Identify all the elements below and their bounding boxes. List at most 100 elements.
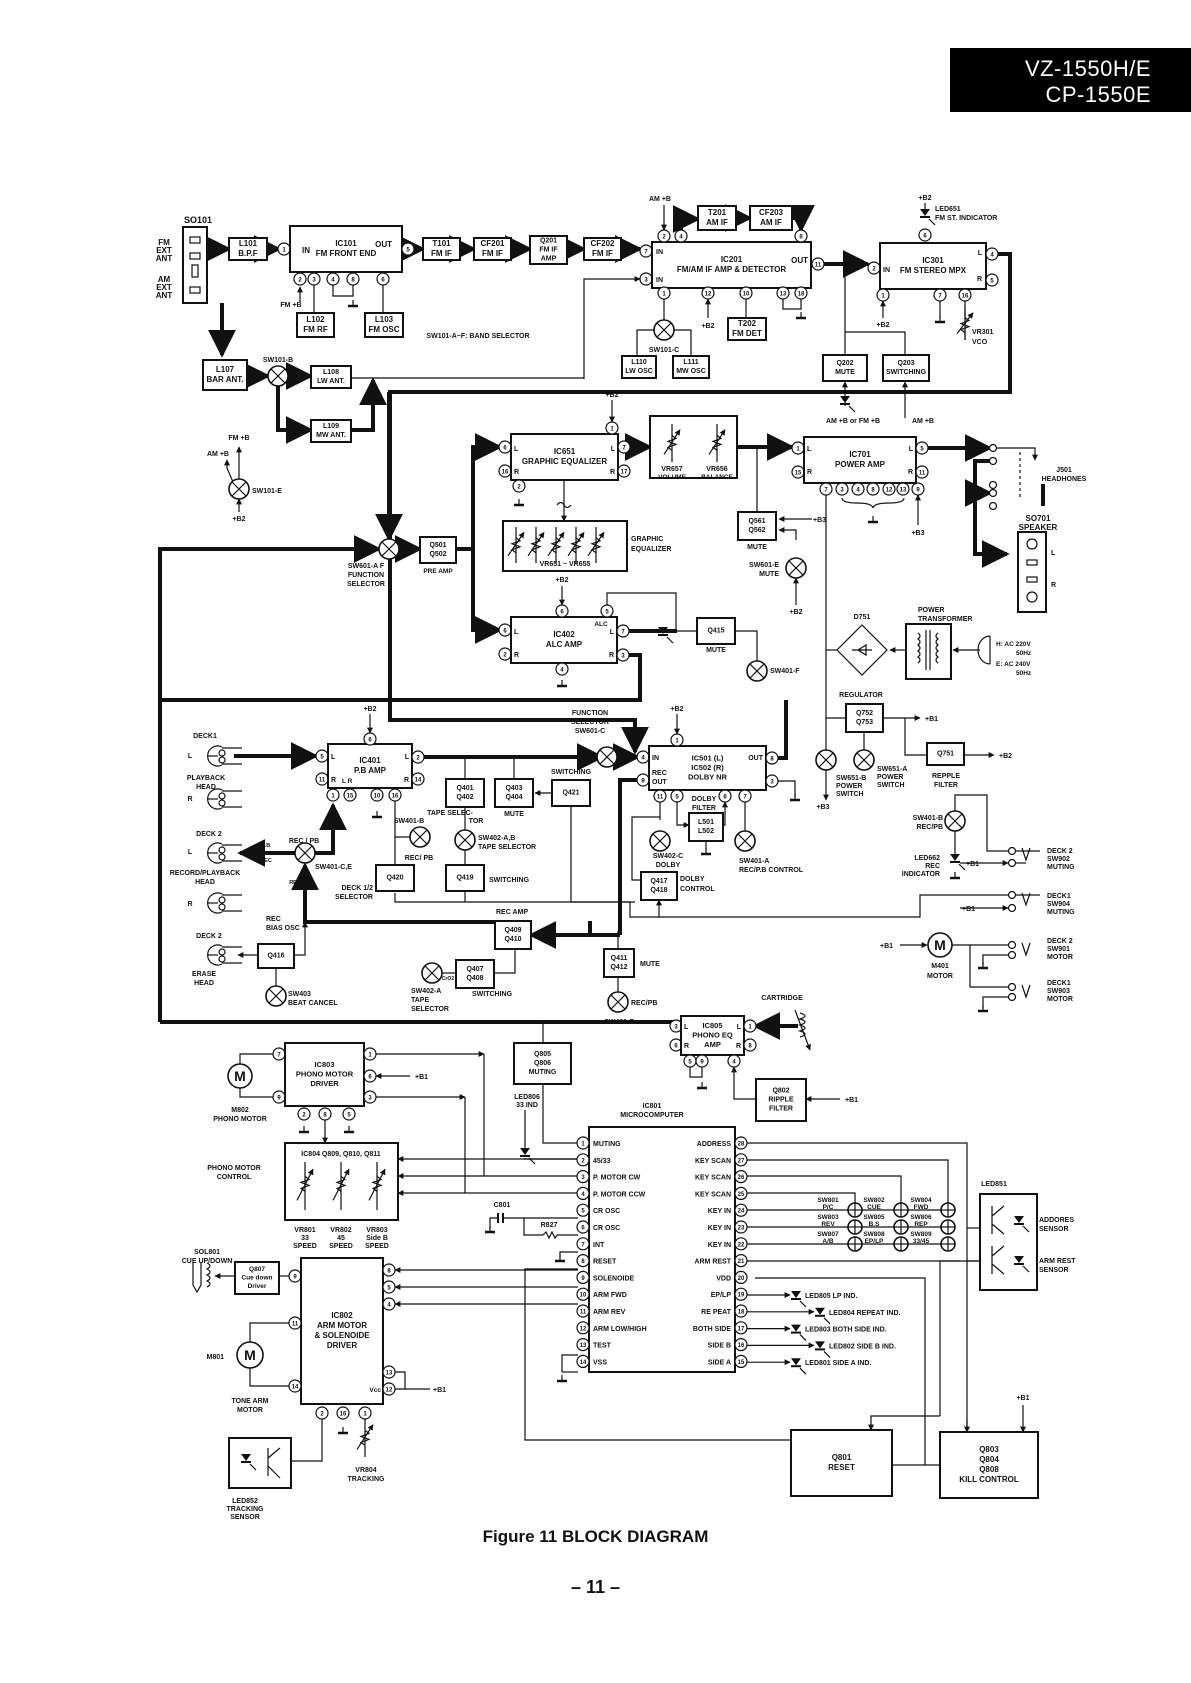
- so101-label: SO101: [184, 215, 212, 225]
- wire: [782, 299, 802, 310]
- pin-8: [765, 751, 779, 765]
- pin-number: 4: [581, 1192, 585, 1198]
- tone-arm-motor-label: MOTOR: [237, 1407, 263, 1414]
- fm-ext-ant-label: ANT: [156, 254, 173, 263]
- key-switch-function: P/C: [823, 1204, 834, 1211]
- sw651a-label: POWER: [877, 774, 903, 781]
- label: L: [405, 754, 410, 761]
- pin-number: 17: [621, 470, 628, 476]
- pin-number: 15: [347, 794, 354, 800]
- variable-resistor-icon: [530, 537, 542, 554]
- label: +B3: [816, 804, 829, 811]
- motor-icon-glyph: M: [244, 1347, 256, 1363]
- block-t201: [697, 205, 737, 231]
- pin-number: 9: [581, 1276, 585, 1282]
- key-switch-function: B.S: [869, 1221, 881, 1228]
- block-label-q409: Q409: [504, 927, 521, 934]
- pin-number: 27: [738, 1158, 745, 1164]
- deck2-sw902-label: DECK 2: [1047, 848, 1073, 855]
- so701-label: SPEAKER: [1019, 523, 1058, 532]
- pin-6: [363, 1069, 377, 1083]
- block-cf202: [583, 237, 622, 261]
- pin-5: [670, 789, 684, 803]
- pin-number: 7: [938, 294, 942, 300]
- pin-number: 5: [406, 248, 410, 254]
- dolby-filter-label: FILTER: [692, 805, 716, 812]
- wire: [489, 1217, 498, 1228]
- pin-number: 20: [738, 1276, 745, 1282]
- label: AM +B: [912, 418, 934, 425]
- block-label-cf202: CF202: [590, 239, 615, 248]
- vr801-label: VR801: [294, 1227, 316, 1234]
- wire: [160, 653, 642, 702]
- wire: [224, 459, 234, 483]
- pin-number: 7: [621, 630, 625, 636]
- block-label-cf201: FM IF: [482, 249, 503, 258]
- pin-6: [555, 604, 569, 618]
- label: +B1: [880, 943, 893, 950]
- fm-ext-ant-label: FM: [158, 238, 170, 247]
- tape-head-icon: [207, 788, 223, 810]
- sw402c-label: DOLBY: [656, 862, 681, 869]
- pin-5: [985, 273, 999, 287]
- ic801-pin-24-label: KEY IN: [708, 1208, 731, 1215]
- pin-number: 2: [298, 278, 302, 284]
- block-ic501: [648, 745, 767, 791]
- ic801-pin-6-label: CR OSC: [593, 1225, 620, 1232]
- ic801-pin-13-label: TEST: [593, 1343, 612, 1350]
- dolby-filter-label: DOLBY: [692, 796, 717, 803]
- pin-12: [382, 1382, 396, 1396]
- block-l110: [621, 355, 657, 379]
- block-label-ic701: POWER AMP: [835, 460, 886, 469]
- label: OUT: [652, 779, 668, 786]
- brace-icon: [841, 497, 905, 509]
- wire: [294, 921, 308, 956]
- pin-4: [851, 482, 865, 496]
- label: BALANCE: [701, 474, 733, 481]
- pin-23: [734, 1220, 748, 1234]
- led662-label: INDICATOR: [902, 871, 940, 878]
- wire: [735, 630, 758, 670]
- switch-contact-icon: [1021, 984, 1031, 999]
- pin-number: 8: [748, 1044, 752, 1050]
- block-label-ic802: IC802: [331, 1311, 353, 1320]
- wire: [158, 535, 382, 1022]
- pin-9: [695, 1054, 709, 1068]
- label: +B3: [813, 517, 826, 524]
- sw401a-label: REC/P.B CONTROL: [739, 867, 804, 874]
- pin-number: 1: [282, 248, 286, 254]
- pin-number: 9: [277, 1096, 281, 1102]
- led-light-icon: [823, 1350, 831, 1358]
- wire: [303, 918, 505, 924]
- label: R827: [541, 1222, 558, 1229]
- block-label-ic651: IC651: [554, 447, 576, 456]
- block-label-q803: Q803: [979, 1445, 999, 1454]
- pin-number: 1: [331, 794, 335, 800]
- block-label-ic805: AMP: [704, 1040, 721, 1049]
- block-label-q803: Q804: [979, 1455, 999, 1464]
- label: REC / PB: [289, 838, 319, 845]
- terminal-icon: [988, 443, 998, 453]
- cartridge-needle-icon: [794, 1009, 811, 1051]
- tape-head-icon: [218, 948, 226, 956]
- tape-head-icon: [218, 896, 226, 904]
- pin-1: [657, 286, 671, 300]
- block-label-q420: Q420: [386, 875, 403, 882]
- block-label-q802: FILTER: [769, 1106, 793, 1113]
- block-label-l102: FM RF: [303, 325, 328, 334]
- variable-resistor-icon: [708, 429, 726, 455]
- ic801-pin-8-label: RESET: [593, 1259, 617, 1266]
- pin-26: [734, 1169, 748, 1184]
- block-label-l102: L102: [306, 315, 325, 324]
- label: TAPE SELEC-: [427, 810, 473, 817]
- pin-number: 11: [580, 1310, 587, 1316]
- label: +B1: [925, 716, 938, 723]
- label: VR656: [706, 466, 728, 473]
- label: R: [609, 652, 614, 659]
- pin-6: [363, 732, 377, 746]
- m401-label: M401: [931, 963, 949, 970]
- pin-12: [882, 482, 896, 496]
- vr801-label: SPEED: [293, 1243, 317, 1250]
- pin-number: 12: [580, 1326, 587, 1332]
- label: CrO2: [442, 976, 454, 982]
